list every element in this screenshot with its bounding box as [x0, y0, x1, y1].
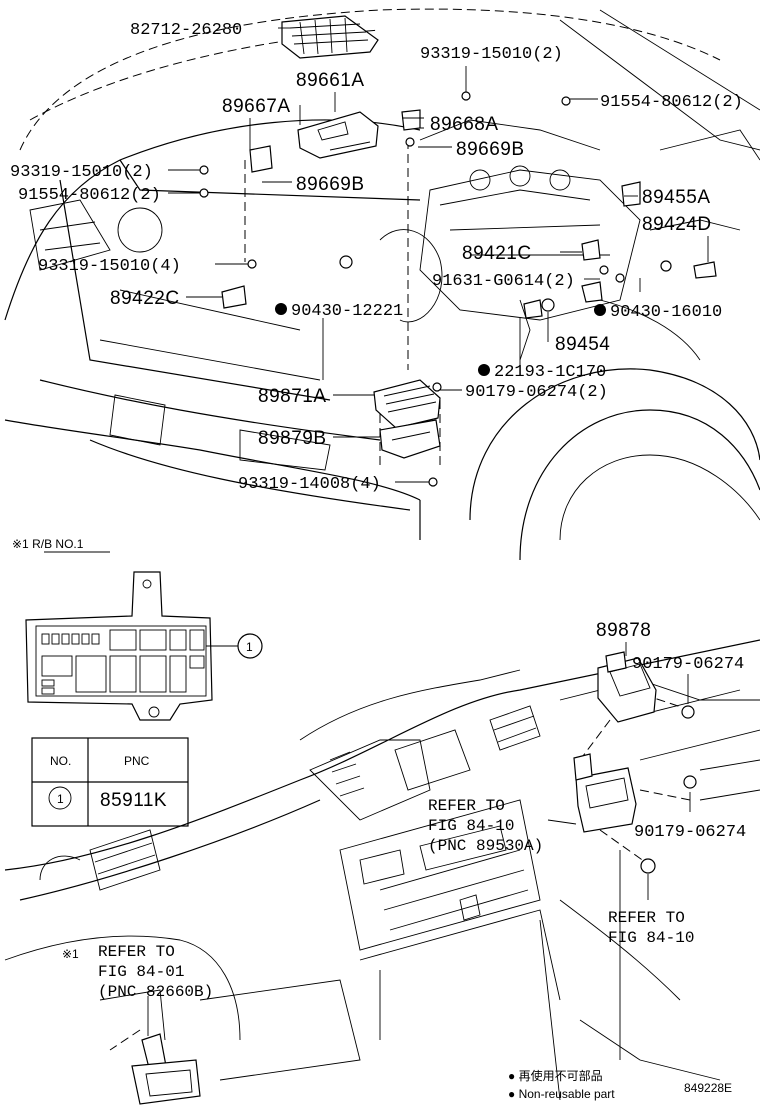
table-header-pnc: PNC: [124, 754, 150, 768]
bolts-lower: [640, 705, 697, 874]
label-89669B-b: 89669B: [296, 174, 365, 195]
label-89667A: 89667A: [222, 96, 291, 117]
label-90179-06274-b: 90179-06274: [634, 823, 746, 842]
label-82712-26280: 82712-26280: [130, 21, 242, 40]
refer-82660B-mark: ※1: [62, 947, 79, 961]
part-89455A-sensor: [621, 181, 641, 207]
part-89424D-sensor: [660, 260, 717, 279]
label-93319-15010-2-a: 93319-15010(2): [420, 45, 563, 64]
callout-number: 1: [246, 640, 253, 654]
engine-bay-illustration: [4, 8, 760, 561]
table-row-pnc: 85911K: [100, 790, 167, 811]
label-91554-80612-2-a: 91554-80612(2): [600, 93, 743, 112]
pnc-table: [31, 737, 189, 827]
part-89879B-bracket: [379, 419, 441, 459]
table-row-no: 1: [57, 792, 64, 806]
refer-82660B-line2: FIG 84-01: [98, 963, 184, 981]
refer-82660B-line1: REFER TO: [98, 943, 175, 961]
relay-block-85911K: [25, 571, 213, 721]
label-90430-16010: 90430-16010: [610, 303, 722, 322]
refer-82660B-line3: (PNC 82660B): [98, 983, 213, 1001]
label-89871A: 89871A: [258, 386, 327, 407]
label-93319-15010-4: 93319-15010(4): [38, 257, 181, 276]
leader-lines-lower: [147, 642, 691, 1036]
refer-84-10-line1: REFER TO: [608, 909, 685, 927]
refer-89530A-line2: FIG 84-10: [428, 817, 514, 835]
part-89871A-sensor: [373, 379, 441, 429]
label-90430-12221: 90430-12221: [291, 302, 403, 321]
part-89421C-sensor: [581, 239, 625, 283]
refer-89530A-line3: (PNC 89530A): [428, 837, 543, 855]
part-89878-sensor: [597, 651, 657, 723]
label-89879B: 89879B: [258, 428, 327, 449]
rb-caption: ※1 R/B NO.1: [12, 537, 84, 551]
leader-lines-upper: [168, 27, 709, 483]
callout-circle: [237, 633, 263, 659]
label-91631-G0614-2: 91631-G0614(2): [432, 272, 575, 291]
legend-non-reusable-jp: ● 再使用不可部品: [508, 1068, 603, 1083]
label-89454: 89454: [555, 334, 610, 355]
part-89667A-bracket: [249, 145, 273, 173]
part-89454-sensor: [523, 281, 603, 319]
label-93319-14008-4: 93319-14008(4): [238, 475, 381, 494]
part-89422C-sensor: [221, 255, 353, 309]
label-89455A: 89455A: [642, 187, 711, 208]
figure-code: 849228E: [684, 1081, 732, 1095]
refer-84-10-line2: FIG 84-10: [608, 929, 694, 947]
label-22193-1C170: 22193-1C170: [494, 363, 606, 382]
label-89878: 89878: [596, 620, 651, 641]
table-header-no: NO.: [50, 754, 71, 768]
non-reusable-bullet: [478, 364, 490, 376]
part-89661A-computer: [297, 111, 379, 159]
label-89661A: 89661A: [296, 70, 365, 91]
part-82660B-horn: [131, 1033, 201, 1105]
dashboard-illustration: [4, 639, 760, 1101]
label-93319-15010-2-b: 93319-15010(2): [10, 163, 153, 182]
label-89668A: 89668A: [430, 114, 499, 135]
table-row-number-circle: [48, 786, 72, 810]
non-reusable-bullet: [594, 304, 606, 316]
label-89424D: 89424D: [642, 214, 712, 235]
label-90179-06274-a: 90179-06274: [632, 655, 744, 674]
label-90179-06274-2: 90179-06274(2): [465, 383, 608, 402]
part-airbag-sensor-89530A: [573, 753, 637, 833]
part-89668A-bracket: [401, 109, 421, 147]
legend-non-reusable-en: ● Non-reusable part: [508, 1087, 615, 1101]
refer-89530A-line1: REFER TO: [428, 797, 505, 815]
label-91554-80612-2-b: 91554-80612(2): [18, 186, 161, 205]
label-89422C: 89422C: [110, 288, 180, 309]
part-82712-26280-block: [281, 15, 379, 59]
label-89669B-a: 89669B: [456, 139, 525, 160]
label-89421C: 89421C: [462, 243, 532, 264]
non-reusable-bullet: [275, 303, 287, 315]
